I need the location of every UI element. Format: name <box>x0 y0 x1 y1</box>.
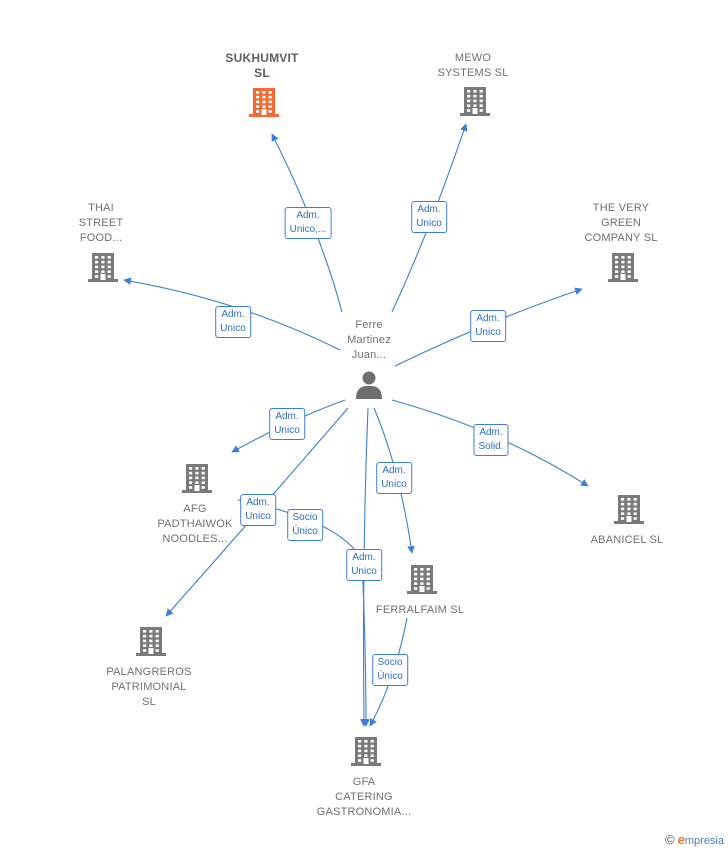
relation-label-line: Unico <box>351 566 377 577</box>
node-label-line: NOODLES... <box>162 533 228 545</box>
relation-label-line: Adm. <box>246 497 270 508</box>
node-label-line: PATRIMONIAL <box>111 681 187 693</box>
company-label-mewo[interactable]: MEWO SYSTEMS SL <box>437 51 508 81</box>
relation-label-line: Adm. <box>479 427 503 438</box>
relation-label-ferralfaim[interactable]: Adm. Unico <box>376 462 412 494</box>
relation-label-line: Adm. <box>275 411 299 422</box>
relation-label-line: Unico <box>416 218 442 229</box>
person-icon[interactable] <box>356 371 382 400</box>
relation-label-line: Adm. <box>296 210 320 221</box>
relation-label-line: Unico <box>475 327 501 338</box>
node-label-line: FERRALFAIM SL <box>375 604 465 616</box>
relation-label-palangreros[interactable]: Adm. Unico <box>240 494 276 526</box>
node-label-line: STREET <box>78 217 124 229</box>
building-icon-gfa[interactable] <box>351 737 381 766</box>
relation-label-line: Unico <box>274 425 300 436</box>
node-label-line: SUKHUMVIT <box>225 51 299 65</box>
relation-label-line: Adm. <box>352 552 376 563</box>
relation-label-verygreen[interactable]: Adm. Unico <box>470 310 506 342</box>
brand-watermark: ©empresia <box>665 832 724 847</box>
relation-label-line: Único <box>377 671 403 682</box>
company-label-palangreros[interactable]: PALANGREROS PATRIMONIAL SL <box>106 665 191 710</box>
relation-label-thai[interactable]: Adm. Unico <box>215 306 251 338</box>
relation-label-line: Adm. <box>476 313 500 324</box>
node-label-line: THAI <box>88 202 114 214</box>
copyright-icon: © <box>665 832 675 847</box>
relation-label-line: Adm. <box>221 309 245 320</box>
building-icon-verygreen[interactable] <box>608 253 638 282</box>
relation-label-line: Socio <box>377 657 403 668</box>
relation-label-line: Unico <box>245 511 271 522</box>
company-label-afg[interactable]: AFG PADTHAIWOK NOODLES... <box>157 502 232 547</box>
company-label-gfa[interactable]: GFA CATERING GASTRONOMIA... <box>317 775 411 820</box>
relation-label-line: Unico <box>220 323 246 334</box>
building-icon-ferralfaim[interactable] <box>407 565 437 594</box>
relation-label-gfa[interactable]: Adm. Unico <box>346 549 382 581</box>
node-label-line: SL <box>254 66 270 80</box>
company-label-verygreen[interactable]: THE VERY GREEN COMPANY SL <box>584 201 657 246</box>
building-icon-abanicel[interactable] <box>614 495 644 524</box>
brand-logo-initial: e <box>677 832 685 847</box>
building-icon-sukhumvit[interactable] <box>249 88 279 117</box>
relation-label-line: Único <box>292 526 318 537</box>
node-label-line: GFA <box>352 776 376 788</box>
relation-label-line: Solid. <box>478 441 504 452</box>
building-icon-afg[interactable] <box>182 464 212 493</box>
node-label-line: FOOD... <box>79 232 123 244</box>
relation-label-afg[interactable]: Adm. Unico <box>269 408 305 440</box>
node-label-line: THE VERY <box>592 202 650 214</box>
building-icon-palangreros[interactable] <box>136 627 166 656</box>
node-label-line: CATERING <box>335 791 393 803</box>
node-label-line: MEWO <box>454 52 492 64</box>
edges-layer <box>123 123 589 727</box>
node-label-line: ABANICEL SL <box>590 534 664 546</box>
relation-label-line: Unico,... <box>289 224 327 235</box>
company-label-thai[interactable]: THAI STREET FOOD... <box>79 201 124 246</box>
company-label-ferralfaim[interactable]: FERRALFAIM SL <box>376 603 464 618</box>
relation-label-mewo[interactable]: Adm. Unico <box>411 201 447 233</box>
building-icon-mewo[interactable] <box>460 87 490 116</box>
relation-label-sukhumvit[interactable]: Adm. Unico,... <box>284 207 332 239</box>
node-label-line: PADTHAIWOK <box>157 518 233 530</box>
icons-layer <box>88 87 644 766</box>
node-label-line: Ferre <box>355 319 383 331</box>
brand-logo-text: mpresia <box>684 835 724 847</box>
relation-label-line: Adm. <box>417 204 441 215</box>
node-label-line: GREEN <box>600 217 642 229</box>
company-label-abanicel[interactable]: ABANICEL SL <box>591 533 664 548</box>
building-icon-thai[interactable] <box>88 253 118 282</box>
node-label-line: COMPANY SL <box>584 232 658 244</box>
node-label-line: SYSTEMS SL <box>437 67 509 79</box>
relation-label-abanicel[interactable]: Adm. Solid. <box>473 424 509 456</box>
node-label-line: PALANGREROS <box>106 666 192 678</box>
relation-label-line: Unico <box>381 479 407 490</box>
node-label-line: SL <box>142 696 156 708</box>
node-label-line: AFG <box>183 503 207 515</box>
node-label-line: GASTRONOMIA... <box>316 806 412 818</box>
node-label-line: Juan... <box>351 349 387 361</box>
node-label-line: Martinez <box>347 334 391 346</box>
relation-label-line: Socio <box>292 512 318 523</box>
relation-label-line: Adm. <box>382 465 406 476</box>
